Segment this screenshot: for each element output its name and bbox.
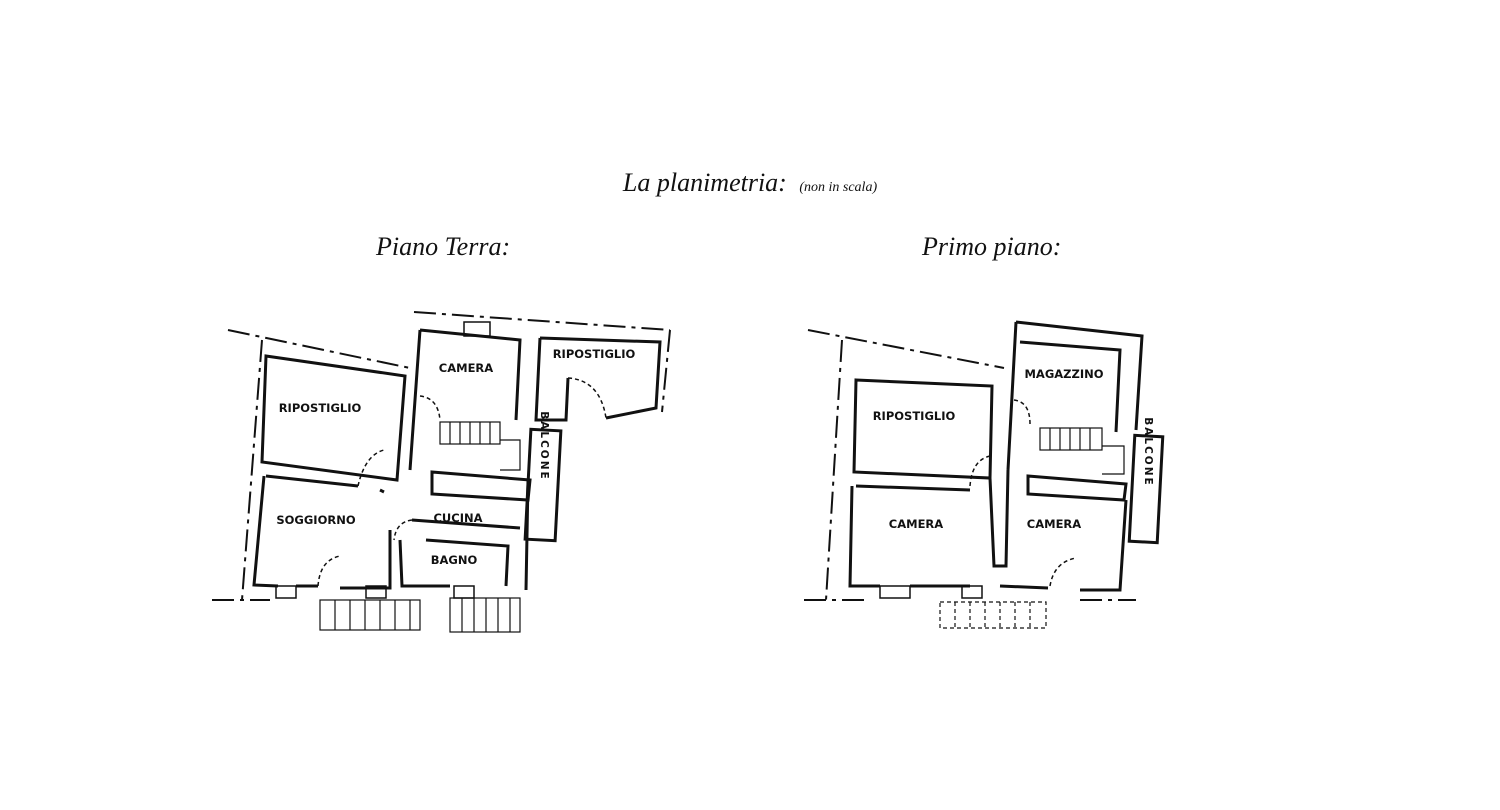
scale-note: (non in scala) <box>799 180 878 195</box>
title-text: La planimetria: <box>622 168 787 197</box>
first-ext-line-left <box>825 339 843 601</box>
ground-bagno-walls <box>425 538 510 587</box>
ground-ripostiglio-left-walls <box>260 354 407 482</box>
ground-ext-line-left <box>241 339 263 601</box>
ground-door-soggiorno <box>357 449 385 487</box>
first-camera-left-walls <box>848 469 1010 588</box>
ground-partition-top <box>430 470 532 502</box>
ground-stairs-external <box>319 597 521 633</box>
ground-camera-walls <box>408 328 522 471</box>
ground-door-entrance <box>317 555 341 587</box>
first-door-magazzino <box>1013 399 1031 425</box>
first-label-ripostiglio: RIPOSTIGLIO <box>873 409 956 423</box>
first-label-camera-right: CAMERA <box>1027 517 1081 531</box>
ground-ext-line-right <box>661 329 671 413</box>
first-floor-title: Primo piano: <box>922 232 1062 261</box>
first-floor-plan: MAGAZZINO RIPOSTIGLIO CAMERA CAMERA BALC… <box>804 320 1165 629</box>
ground-ext-line-top <box>227 329 411 369</box>
first-camera-right-walls <box>999 499 1128 592</box>
ground-ext-line-topright <box>413 311 671 331</box>
first-window-camera <box>879 585 911 599</box>
first-magazzino-walls <box>1019 340 1122 433</box>
ground-label-soggiorno: SOGGIORNO <box>276 513 355 527</box>
ground-door-cucina <box>393 519 413 541</box>
ground-stairs-internal <box>439 421 521 471</box>
ground-label-ripostiglio-left: RIPOSTIGLIO <box>279 401 362 415</box>
first-door-ripostiglio <box>969 455 991 487</box>
first-ext-line-top <box>807 329 1005 369</box>
ground-floor-plan: CAMERA RIPOSTIGLIO RIPOSTIGLIO SOGGIORNO… <box>212 311 671 633</box>
first-ripostiglio-walls <box>852 378 994 480</box>
ground-balcone-outline <box>523 427 563 543</box>
ground-soggiorno-walls <box>252 474 392 590</box>
ground-label-bagno: BAGNO <box>431 553 478 567</box>
ground-window-top <box>463 321 491 337</box>
ground-window-soggiorno <box>275 585 297 599</box>
page-title: La planimetria: (non in scala) <box>0 168 1500 198</box>
first-balcone-outline <box>1127 433 1165 545</box>
ground-floor-title: Piano Terra: <box>376 232 511 261</box>
first-label-magazzino: MAGAZZINO <box>1024 367 1103 381</box>
ground-label-ripostiglio-right: RIPOSTIGLIO <box>553 347 636 361</box>
first-stairs-external <box>939 601 1047 629</box>
ground-ripostiglio-right-walls <box>534 336 662 422</box>
ground-window-soggiorno-2 <box>365 585 387 599</box>
first-stairs-internal <box>1039 427 1125 475</box>
first-label-balcone: BALCONE <box>1142 417 1154 486</box>
ground-window-bagno <box>453 585 475 599</box>
ground-label-camera: CAMERA <box>439 361 493 375</box>
ground-label-balcone: BALCONE <box>538 411 550 480</box>
ground-door-ripostiglio <box>567 377 607 419</box>
first-label-camera-left: CAMERA <box>889 517 943 531</box>
first-window-camera-2 <box>961 585 983 599</box>
ground-door-camera <box>419 395 441 421</box>
first-door-camera-right <box>1049 557 1077 587</box>
first-partition <box>1026 474 1128 502</box>
first-outer-right-walls <box>1006 320 1144 471</box>
ground-label-cucina: CUCINA <box>433 511 482 525</box>
